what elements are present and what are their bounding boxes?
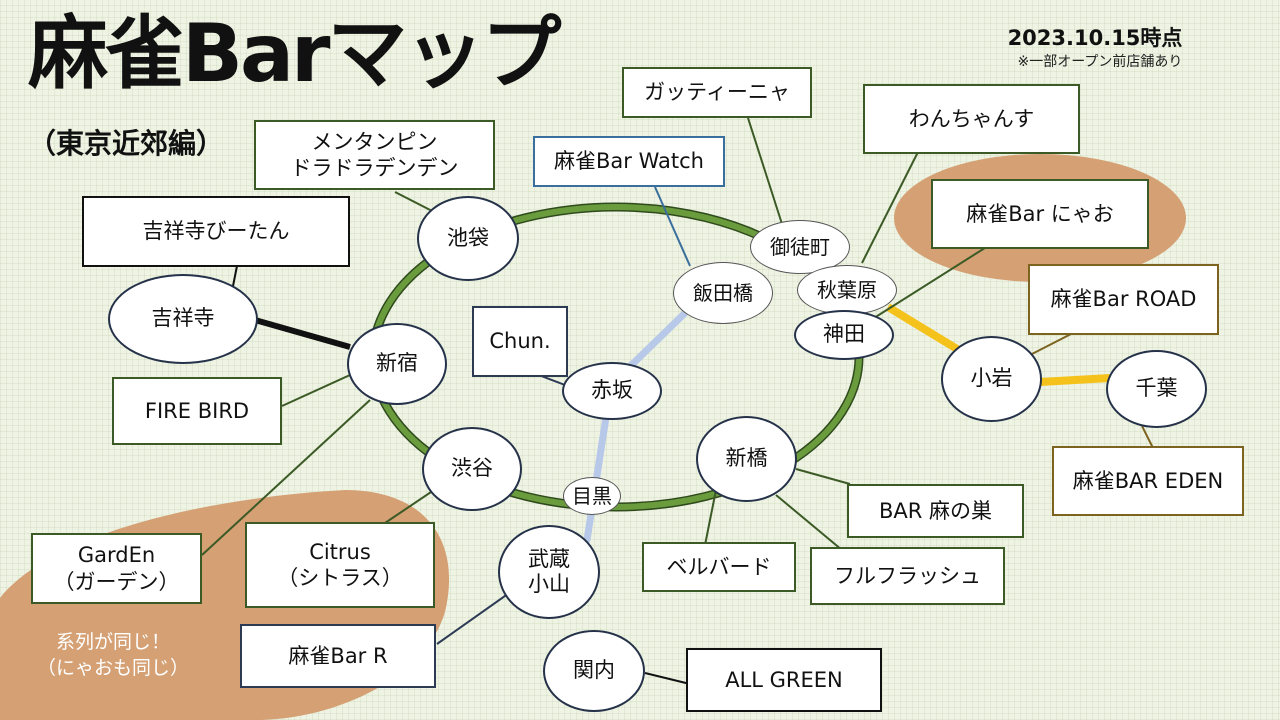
station-kichijoji[interactable]: 吉祥寺 [108,274,258,364]
bar-road-label: 麻雀Bar ROAD [1050,287,1197,312]
bar-citrus-line1: Citrus [309,539,371,564]
connector-fire-bird [281,374,351,407]
bar-mahjong-bar-nyao[interactable]: 麻雀Bar にゃお [931,179,1149,249]
station-meguro-label: 目黒 [572,484,612,508]
connector-mahjong-bar-r [436,590,513,645]
connector-garden [201,399,371,556]
station-meguro[interactable]: 目黒 [563,477,621,515]
station-iidabashi-label: 飯田橋 [693,281,753,305]
station-chiba-label: 千葉 [1135,376,1178,401]
bar-gattinya-label: ガッティーニャ [644,80,790,105]
bar-mahjong-bar-road[interactable]: 麻雀Bar ROAD [1028,264,1219,335]
bar-wanchansu[interactable]: わんちゃんす [863,84,1080,154]
bar-mahjong-bar-r-label: 麻雀Bar R [288,643,388,668]
bar-kichijoji-bitan[interactable]: 吉祥寺びーたん [82,196,350,267]
station-kannai-label: 関内 [573,658,615,683]
bar-all-green[interactable]: ALL GREEN [686,648,882,712]
bar-asa-no-su-label: BAR 麻の巣 [878,498,993,523]
station-okachimachi-label: 御徒町 [770,235,830,259]
bar-all-green-label: ALL GREEN [725,667,843,692]
bar-mentanpin-line1: メンタンピン [311,129,438,154]
station-akihabara-label: 秋葉原 [817,278,877,302]
connector-watch [654,186,691,267]
bar-wanchansu-label: わんちゃんす [908,106,1035,131]
yellow-line-akihabara-koiwa [885,303,965,356]
station-kannai[interactable]: 関内 [543,630,645,712]
bar-nyao-label: 麻雀Bar にゃお [966,201,1114,226]
bar-fire-bird-label: FIRE BIRD [144,398,250,423]
family-annotation-line1: 系列が同じ！ [55,631,170,653]
station-musashi-koyama[interactable]: 武蔵 小山 [498,525,600,619]
connector-velvet [704,489,717,546]
connector-citrus [384,487,438,524]
bar-gattinya[interactable]: ガッティーニャ [622,67,812,118]
station-shinbashi-label: 新橋 [725,446,768,471]
bar-full-flush-label: フルフラッシュ [834,563,981,588]
station-akihabara[interactable]: 秋葉原 [797,265,897,315]
bar-garden[interactable]: GardEn （ガーデン） [31,533,202,604]
connector-asa-no-su [795,468,851,485]
connector-all-green [644,672,691,685]
station-akasaka[interactable]: 赤坂 [562,362,662,420]
bar-garden-line2: （ガーデン） [53,569,180,594]
connector-wanchansu [861,151,919,264]
station-kanda-label: 神田 [823,322,865,347]
black-line-kichijoji-shinjuku [254,317,351,350]
bar-garden-line1: GardEn [77,543,156,568]
station-shibuya[interactable]: 渋谷 [422,427,522,511]
bar-full-flush[interactable]: フルフラッシュ [810,547,1005,605]
yellow-line-koiwa-chiba [1039,374,1111,386]
bar-mahjong-bar-r[interactable]: 麻雀Bar R [240,624,436,688]
station-musashi-koyama-line1: 武蔵 [528,546,570,571]
connector-kichijoji-bitan [232,265,238,287]
bar-velvet[interactable]: ベルバード [642,542,796,592]
bar-watch-label: 麻雀Bar Watch [554,149,704,174]
bar-fire-bird[interactable]: FIRE BIRD [112,377,282,445]
station-musashi-koyama-line2: 小山 [528,572,570,596]
station-chiba[interactable]: 千葉 [1106,350,1207,428]
station-iidabashi[interactable]: 飯田橋 [673,262,773,324]
bar-mahjong-bar-eden[interactable]: 麻雀BAR EDEN [1052,446,1244,516]
page-title: 麻雀Barマップ [28,7,561,100]
date-label: 2023.10.15時点 [1007,26,1183,50]
station-shinjuku-label: 新宿 [376,351,418,376]
page-subtitle: （東京近郊編） [28,127,225,160]
station-ikebukuro[interactable]: 池袋 [417,196,519,281]
station-shibuya-label: 渋谷 [451,456,493,481]
bar-velvet-label: ベルバード [666,554,772,579]
station-okachimachi[interactable]: 御徒町 [750,220,850,274]
station-kanda[interactable]: 神田 [794,310,894,360]
station-koiwa[interactable]: 小岩 [941,336,1042,422]
bar-citrus[interactable]: Citrus （シトラス） [245,522,435,608]
note-label: ※一部オープン前店舗あり [1017,54,1183,70]
connector-nyao [873,245,989,319]
bar-mentanpin[interactable]: メンタンピン ドラドラデンデン [254,120,495,190]
station-ikebukuro-label: 池袋 [447,225,489,250]
family-annotation: 系列が同じ！ （にゃおも同じ） [18,630,208,681]
connector-eden [1141,425,1154,449]
bar-eden-label: 麻雀BAR EDEN [1072,468,1224,493]
bar-asa-no-su[interactable]: BAR 麻の巣 [847,484,1024,538]
bar-kichijoji-bitan-label: 吉祥寺びーたん [142,219,290,244]
station-koiwa-label: 小岩 [970,366,1013,391]
bar-citrus-line2: （シトラス） [277,566,403,590]
station-kichijoji-label: 吉祥寺 [151,306,215,331]
bar-mentanpin-line2: ドラドラデンデン [290,156,459,180]
connector-road [1029,332,1074,356]
station-shinjuku[interactable]: 新宿 [347,323,447,405]
station-akasaka-label: 赤坂 [591,378,633,403]
connector-gattinya [747,117,783,225]
bar-mahjong-bar-watch[interactable]: 麻雀Bar Watch [533,136,725,187]
bar-chun[interactable]: Chun. [472,306,568,377]
bar-chun-label: Chun. [489,329,551,354]
family-annotation-line2: （にゃおも同じ） [36,656,189,679]
connector-full-flush [775,494,843,551]
station-shinbashi[interactable]: 新橋 [696,416,797,502]
